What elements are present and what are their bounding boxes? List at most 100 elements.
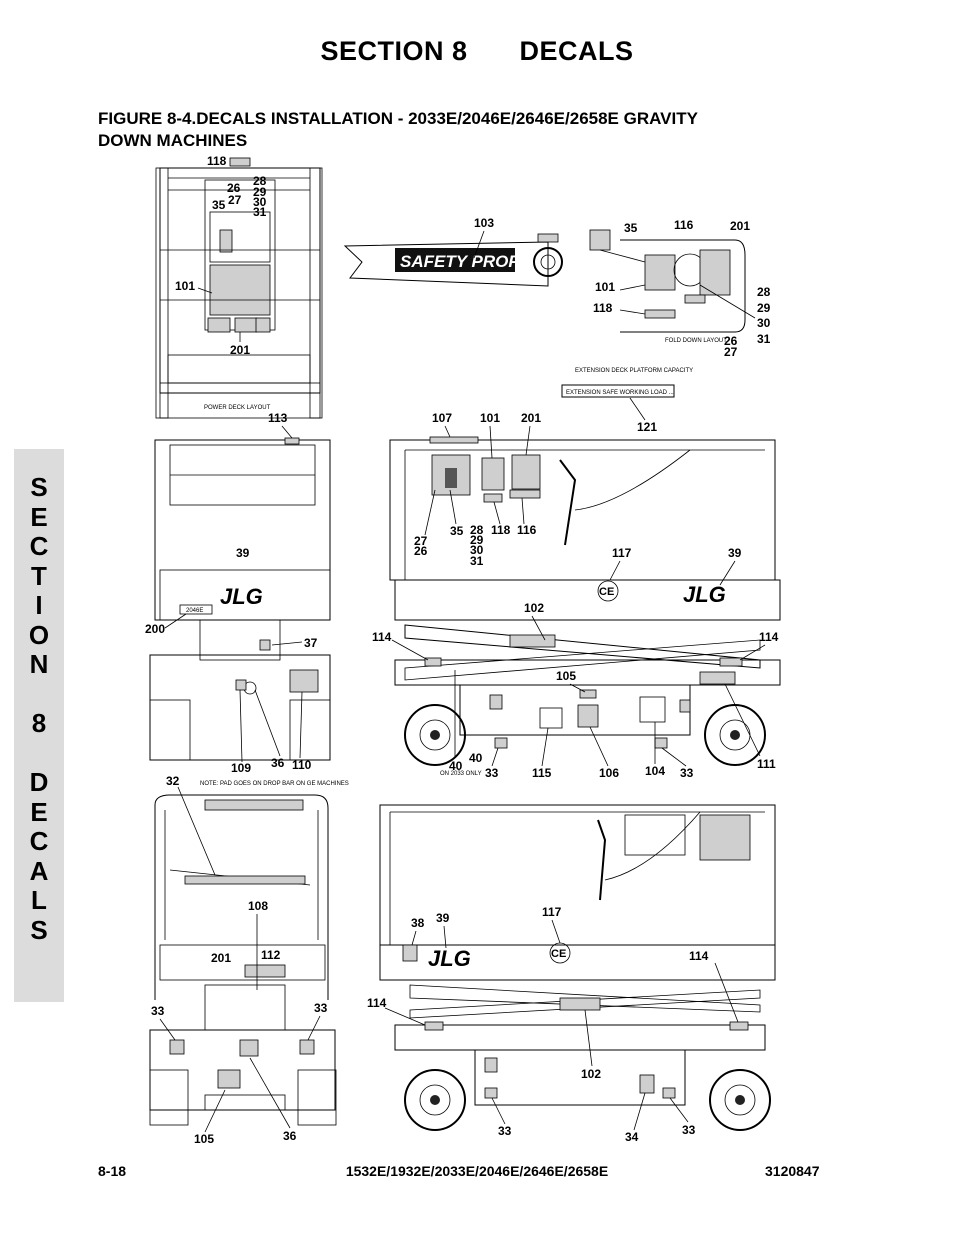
callout-113: 113 — [268, 411, 288, 425]
model-plate-text: 2046E — [186, 608, 203, 614]
side-tab-letter: A — [29, 855, 49, 886]
callout-33-side-b: 33 — [680, 766, 694, 780]
callout-117-side: 117 — [612, 546, 632, 560]
section-name: DECALS — [519, 36, 634, 66]
callout-39-lower: 39 — [436, 911, 450, 925]
callout-114-lower-left: 114 — [367, 996, 387, 1010]
callout-34: 34 — [625, 1130, 639, 1144]
callout-33-rear-right: 33 — [314, 1001, 328, 1015]
on-2033-only-note: ON 2033 ONLY — [440, 771, 482, 777]
callout-35-right: 35 — [624, 221, 638, 235]
decal-121-plate: EXTENSION DECK PLATFORM CAPACITY EXTENSI… — [561, 368, 693, 398]
side-view-lowered: CE JLG — [379, 804, 776, 1131]
side-tab-letter: S — [30, 472, 48, 502]
callout-108: 108 — [248, 899, 268, 913]
figure-title: FIGURE 8-4.DECALS INSTALLATION - 2033E/2… — [98, 108, 798, 152]
side-tab-letter: I — [35, 590, 43, 620]
side-tab-letter: D — [29, 767, 49, 797]
callout-102-lower: 102 — [581, 1067, 601, 1081]
side-tab-letter: N — [29, 649, 49, 679]
callout-118-right: 118 — [593, 301, 613, 315]
callout-116-side: 116 — [517, 523, 537, 537]
callout-26-top: 26 — [227, 181, 241, 195]
callout-112: 112 — [261, 948, 281, 962]
doc-number: 3120847 — [765, 1163, 820, 1179]
jlg-logo-front: JLG — [220, 584, 263, 609]
front-view: JLG 2046E — [149, 437, 331, 761]
page-number: 8-18 — [98, 1163, 127, 1179]
decal-121-line2: EXTENSION SAFE WORKING LOAD ... — [566, 390, 674, 396]
callout-28-side: 28 — [470, 523, 484, 537]
callout-31-side: 31 — [470, 554, 484, 568]
side-tab-letter: T — [31, 560, 47, 591]
callout-114-left-side: 114 — [372, 630, 392, 644]
callout-38: 38 — [411, 916, 425, 930]
callout-29-top: 29 — [253, 185, 267, 199]
callout-37: 37 — [304, 636, 318, 650]
figure-title-line2: DOWN MACHINES — [98, 131, 248, 150]
side-tab-letter: C — [29, 531, 49, 561]
callout-101-top: 101 — [175, 279, 195, 293]
callout-35-top: 35 — [212, 198, 226, 212]
callout-33-lower-b: 33 — [682, 1123, 696, 1137]
side-tab-letter: L — [31, 885, 47, 915]
callout-31-right: 31 — [757, 332, 771, 346]
callout-26-right: 26 — [724, 334, 738, 348]
callout-40-b: 40 — [469, 751, 483, 765]
callout-105-rear: 105 — [194, 1132, 214, 1146]
ce-mark-side: CE — [599, 586, 614, 598]
section-number: SECTION 8 — [320, 36, 468, 66]
callout-30-side: 30 — [470, 543, 484, 557]
jlg-logo-lower: JLG — [428, 946, 471, 971]
callout-33-lower-a: 33 — [498, 1124, 512, 1138]
side-tab-letter: E — [30, 501, 48, 532]
decal-121-line1: EXTENSION DECK PLATFORM CAPACITY — [575, 368, 693, 374]
callout-36-front: 36 — [271, 756, 285, 770]
safety-prop-text: SAFETY PROP — [400, 252, 520, 271]
callout-33-side-a: 33 — [485, 766, 499, 780]
callout-201-top: 201 — [230, 343, 250, 357]
fold-down-layout-view: FOLD DOWN LAYOUT — [589, 229, 746, 344]
callout-103: 103 — [474, 216, 494, 230]
callout-116-right: 116 — [674, 218, 694, 232]
callout-39-front: 39 — [236, 546, 250, 560]
side-view-raised: CE JLG ON 2033 ONLY — [389, 436, 781, 777]
callout-111: 111 — [757, 757, 776, 771]
side-tab-letter: S — [30, 914, 48, 945]
callout-118-top: 118 — [207, 154, 227, 168]
callout-101-side: 101 — [480, 411, 500, 425]
callout-29-right: 29 — [757, 301, 771, 315]
note-32-text: NOTE: PAD GOES ON DROP BAR ON GE MACHINE… — [200, 781, 349, 787]
callout-31-top: 31 — [253, 205, 267, 219]
side-tab-letter: E — [30, 796, 48, 827]
callout-201-side: 201 — [521, 411, 541, 425]
callout-26-side: 26 — [414, 544, 428, 558]
callout-200: 200 — [145, 622, 165, 636]
callout-102-side: 102 — [524, 601, 544, 615]
section-heading: SECTION 8 DECALS — [0, 36, 954, 67]
callout-28-right: 28 — [757, 285, 771, 299]
callout-105-side: 105 — [556, 669, 576, 683]
callout-104: 104 — [645, 764, 665, 778]
callout-201-right: 201 — [730, 219, 750, 233]
callout-27-top: 27 — [228, 193, 242, 207]
footer-models: 1532E/1932E/2033E/2046E/2646E/2658E — [345, 1163, 609, 1179]
power-deck-layout-caption: POWER DECK LAYOUT — [204, 405, 271, 411]
callout-101-right: 101 — [595, 280, 615, 294]
side-tab-letter: 8 — [31, 708, 47, 738]
callout-30-right: 30 — [757, 316, 771, 330]
callout-117-lower: 117 — [542, 905, 562, 919]
figure-title-line1: FIGURE 8-4.DECALS INSTALLATION - 2033E/2… — [98, 109, 698, 128]
side-tab-letter: C — [29, 826, 49, 856]
rear-view: NOTE: PAD GOES ON DROP BAR ON GE MACHINE… — [149, 781, 349, 1126]
callout-30-top: 30 — [253, 195, 267, 209]
side-tab-letter: O — [28, 619, 50, 650]
callout-40-a: 40 — [449, 759, 463, 773]
callout-110: 110 — [292, 758, 312, 772]
callout-109: 109 — [231, 761, 251, 775]
callout-121: 121 — [637, 420, 657, 434]
callout-29-side: 29 — [470, 533, 484, 547]
safety-prop-decal: SAFETY PROP — [343, 233, 563, 287]
